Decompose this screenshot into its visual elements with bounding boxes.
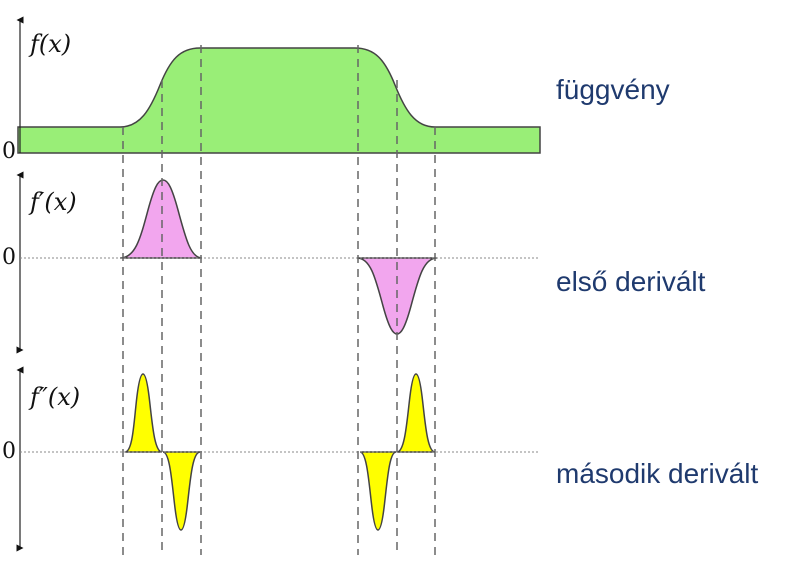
function-fill-area <box>17 47 541 154</box>
second-derivative-axis-label: f″(x) <box>28 383 80 411</box>
second-derivative-lobe-3 <box>359 451 397 531</box>
first-derivative-axis-label: f′(x) <box>28 188 77 216</box>
function-zero-label: 0 <box>2 139 16 164</box>
second-derivative-lobe-2 <box>162 451 201 531</box>
second-derivative-lobe-1 <box>124 373 163 453</box>
second-derivative-zero-label: 0 <box>2 439 16 464</box>
first-derivative-caption: első derivált <box>556 266 706 297</box>
second-derivative-caption: második derivált <box>556 458 759 489</box>
first-derivative-zero-label: 0 <box>2 245 16 270</box>
function-caption: függvény <box>556 74 670 105</box>
first-derivative-positive-lobe <box>119 179 203 259</box>
second-derivative-lobe-4 <box>396 373 436 453</box>
function-axis-label: f(x) <box>28 30 71 58</box>
